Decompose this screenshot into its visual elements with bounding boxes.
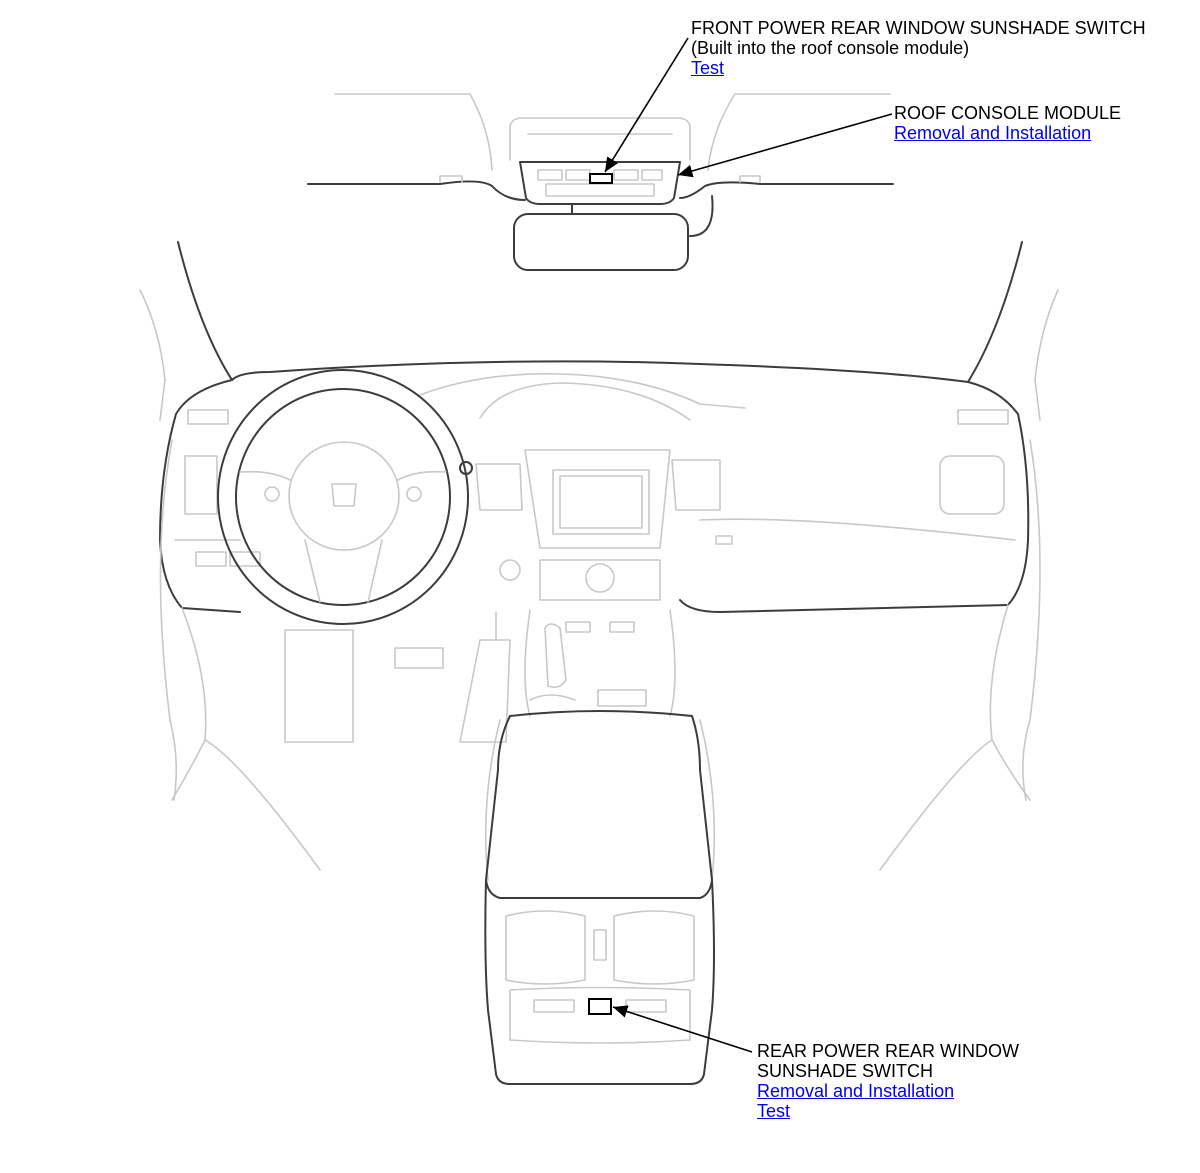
headliner xyxy=(307,93,894,201)
callout-roof-console: ROOF CONSOLE MODULE Removal and Installa… xyxy=(894,103,1121,143)
front-switch-title: FRONT POWER REAR WINDOW SUNSHADE SWITCH xyxy=(691,18,1146,38)
gear-shifter xyxy=(529,623,576,701)
roof-console-removal-link[interactable]: Removal and Installation xyxy=(894,123,1092,143)
rear-switch-removal-link[interactable]: Removal and Installation xyxy=(757,1081,955,1101)
leader-roof-console xyxy=(677,113,893,178)
pedals xyxy=(284,611,511,743)
roof-console-module xyxy=(509,117,691,205)
a-pillars xyxy=(139,241,1059,421)
front-switch-subtitle: (Built into the roof console module) xyxy=(691,38,970,58)
callout-rear-switch: REAR POWER REAR WINDOW SUNSHADE SWITCH R… xyxy=(757,1041,1019,1121)
floor-doors xyxy=(159,439,1041,881)
callout-front-switch: FRONT POWER REAR WINDOW SUNSHADE SWITCH … xyxy=(691,18,1146,78)
leader-front-switch xyxy=(604,37,689,173)
front-sunshade-switch xyxy=(589,173,613,184)
rear-sunshade-switch xyxy=(588,998,612,1015)
rear-view-mirror xyxy=(513,195,714,271)
center-stack xyxy=(475,449,721,717)
front-switch-test-link[interactable]: Test xyxy=(691,58,725,78)
steering-wheel xyxy=(217,369,473,625)
rear-switch-test-link[interactable]: Test xyxy=(757,1101,791,1121)
leader-rear-switch xyxy=(612,1005,753,1053)
roof-console-title: ROOF CONSOLE MODULE xyxy=(894,103,1122,123)
dashboard xyxy=(159,360,1030,613)
rear-switch-title-line2: SUNSHADE SWITCH xyxy=(757,1061,934,1081)
rear-switch-title-line1: REAR POWER REAR WINDOW xyxy=(757,1041,1020,1061)
